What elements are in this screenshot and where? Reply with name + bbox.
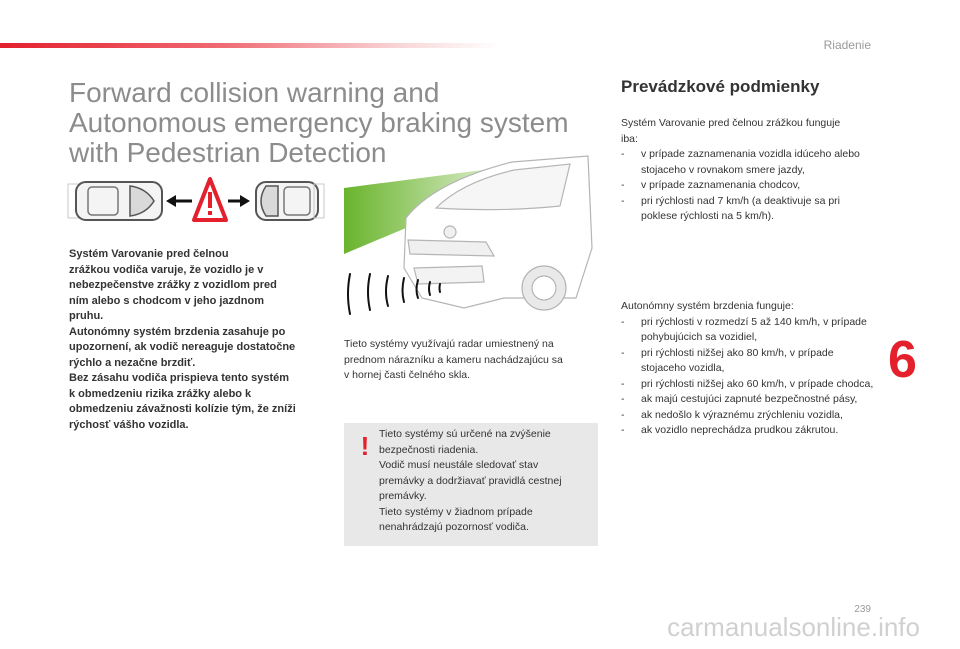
- conditions-intro-line: iba:: [621, 132, 638, 145]
- intro-line: Systém Varovanie pred čelnou: [69, 248, 229, 260]
- section-label: Riadenie: [823, 38, 871, 52]
- warning-line: Vodič musí neustále sledovať stav: [379, 459, 539, 471]
- conditions-list: v prípade zaznamenania vozidla idúceho a…: [621, 147, 877, 225]
- intro-line: Autonómny systém brzdenia zasahuje po: [69, 325, 286, 338]
- list-item: v prípade zaznamenania vozidla idúceho a…: [621, 147, 877, 178]
- list-item: pri rýchlosti nižšej ako 60 km/h, v príp…: [621, 377, 877, 393]
- intro-line: zrážkou vodiča varuje, že vozidlo je v: [69, 263, 264, 276]
- intro-line: rýchlo a nezačne brzdiť.: [69, 356, 196, 369]
- intro-line: pruhu.: [69, 310, 104, 322]
- safety-warning-note: ! Tieto systémy sú určené na zvýšenie be…: [344, 423, 598, 546]
- warning-triangle-icon: [192, 177, 228, 222]
- aeb-intro: Autonómny systém brzdenia funguje:: [621, 300, 794, 312]
- warning-line: Tieto systémy v žiadnom prípade: [379, 505, 533, 518]
- header-accent-bar: [0, 43, 500, 48]
- warning-line: premávky a dodržiavať pravidlá cestnej: [379, 474, 562, 487]
- radar-line: Tieto systémy využívajú radar umiestnený…: [344, 338, 554, 350]
- title-line: Autonomous emergency braking system: [69, 107, 569, 138]
- watermark: carmanualsonline.info: [667, 612, 920, 642]
- list-item: pri rýchlosti nad 7 km/h (a deaktivuje s…: [621, 194, 877, 225]
- intro-line: ním alebo s chodcom v jeho jazdnom: [69, 294, 264, 307]
- conditions-intro-line: Systém Varovanie pred čelnou zrážkou fun…: [621, 117, 841, 129]
- front-car-icon: [255, 181, 325, 221]
- intro-line: rýchosť vášho vozidla.: [69, 418, 189, 431]
- list-item: ak nedošlo k výraznému zrýchleniu vozidl…: [621, 408, 877, 424]
- radar-line: v hornej časti čelného skla.: [344, 369, 471, 381]
- warning-line: nenahrádzajú pozornosť vodiča.: [379, 521, 529, 533]
- exclamation-icon: !: [360, 431, 370, 461]
- list-item: pri rýchlosti v rozmedzí 5 až 140 km/h, …: [621, 315, 877, 346]
- radar-wave-icon: [347, 273, 441, 315]
- list-item: ak vozidlo neprechádza prudkou zákrutou.: [621, 423, 877, 439]
- arrow-icon: [166, 195, 250, 207]
- warning-conditions: Systém Varovanie pred čelnou zrážkou fun…: [621, 116, 877, 225]
- warning-text: Tieto systémy sú určené na zvýšenie bezp…: [379, 427, 591, 536]
- intro-line: upozornení, ak vodič nereaguje dostatočn…: [69, 341, 296, 353]
- radar-line: prednom nárazníku a kameru nachádzajúcu …: [344, 353, 563, 366]
- list-item: v prípade zaznamenania chodcov,: [621, 178, 877, 194]
- operating-conditions-heading: Prevádzkové podmienky: [621, 77, 820, 96]
- intro-description: Systém Varovanie pred čelnou zrážkou vod…: [69, 247, 325, 433]
- intro-line: k obmedzeniu rizika zrážky alebo k: [69, 387, 252, 400]
- warning-line: premávky.: [379, 490, 427, 502]
- warning-line: Tieto systémy sú určené na zvýšenie: [379, 428, 551, 440]
- title-line: Forward collision warning and: [69, 77, 440, 108]
- radar-description: Tieto systémy využívajú radar umiestnený…: [344, 337, 598, 384]
- aeb-list: pri rýchlosti v rozmedzí 5 až 140 km/h, …: [621, 315, 877, 439]
- page-title: Forward collision warning and Autonomous…: [69, 78, 589, 168]
- rear-car-icon: [67, 181, 163, 221]
- van-radar-illustration: [344, 155, 593, 315]
- page-number: 239: [854, 604, 871, 615]
- intro-line: nebezpečenstve zrážky z vozidlom pred: [69, 279, 277, 291]
- warning-line: bezpečnosti riadenia.: [379, 443, 479, 456]
- list-item: ak majú cestujúci zapnuté bezpečnostné p…: [621, 392, 877, 408]
- chapter-number: 6: [888, 331, 917, 389]
- collision-warning-illustration: [67, 177, 325, 222]
- intro-line: obmedzeniu závažnosti kolízie tým, že zn…: [69, 403, 296, 415]
- list-item: pri rýchlosti nižšej ako 80 km/h, v príp…: [621, 346, 877, 377]
- intro-line: Bez zásahu vodiča prispieva tento systém: [69, 372, 290, 384]
- van-icon: [403, 155, 593, 311]
- braking-conditions: Autonómny systém brzdenia funguje: pri r…: [621, 299, 877, 439]
- title-line: with Pedestrian Detection: [69, 137, 387, 168]
